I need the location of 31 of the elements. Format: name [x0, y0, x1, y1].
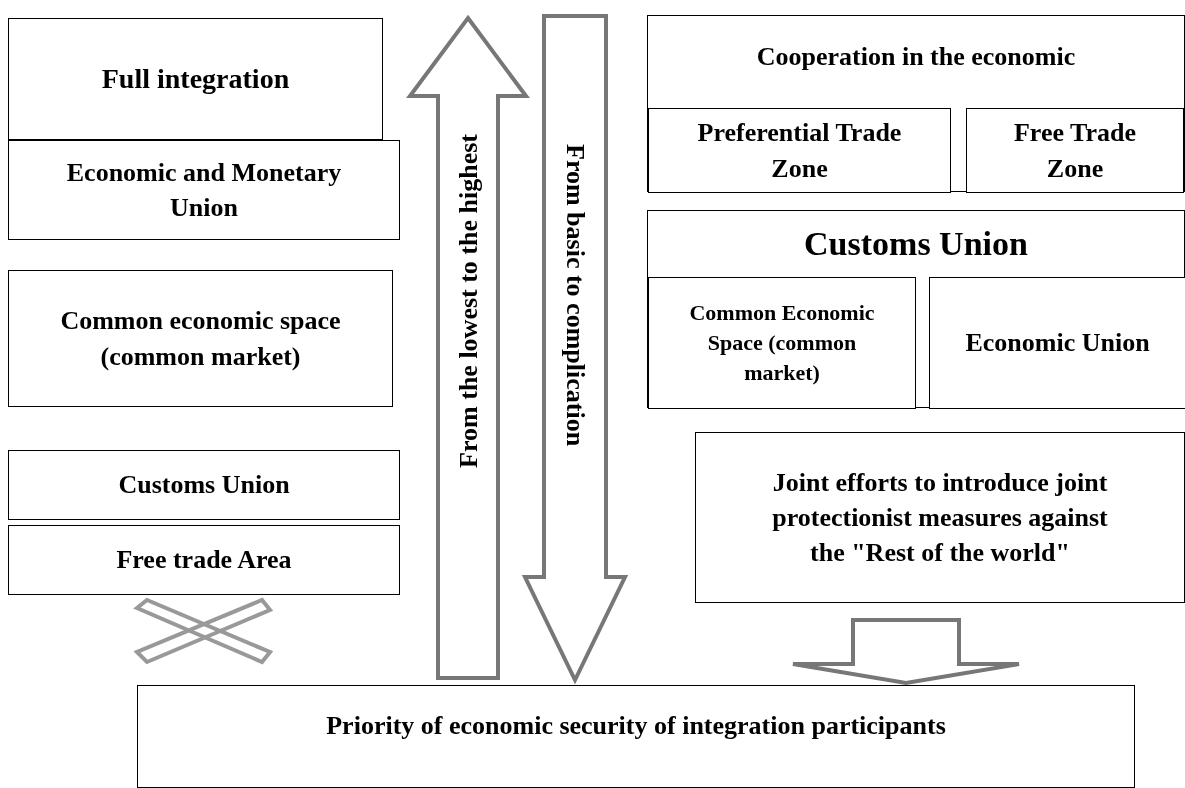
box-text: Preferential Trade Zone [696, 117, 903, 185]
box-text: Common economic space (common market) [59, 305, 342, 373]
box-text: Free Trade Zone [1013, 117, 1137, 185]
text-box [137, 685, 1135, 788]
group-heading: Customs Union [804, 224, 1028, 265]
box-text: Joint efforts to introduce joint protectionist measures against the "Rest of the world" [771, 466, 1109, 570]
group-box [647, 15, 1185, 192]
arrow-text: From basic to complication [560, 144, 592, 447]
text-box [8, 525, 400, 595]
box-text: Economic Union [965, 327, 1150, 360]
block-arrow [791, 618, 1021, 686]
group-heading: Cooperation in the economic [756, 41, 1076, 74]
box-text: Priority of economic security of integration participants [326, 710, 946, 742]
direction-banner [408, 16, 528, 680]
text-box [8, 18, 383, 140]
box-text: Full integration [101, 62, 290, 97]
box-text: Economic and Monetary Union [65, 156, 343, 224]
text-box [966, 108, 1184, 193]
arrow-text: From the lowest to the highest [453, 134, 484, 468]
text-box [695, 432, 1185, 603]
box-text: Free trade Area [116, 544, 292, 577]
text-box [8, 140, 400, 240]
direction-banner [523, 14, 627, 682]
text-box [648, 277, 916, 409]
text-box [929, 277, 1185, 409]
text-box [8, 450, 400, 520]
text-box [648, 108, 951, 193]
box-text: Common Economic Space (common market) [688, 299, 876, 387]
box-text: Customs Union [118, 469, 290, 502]
group-box [647, 210, 1185, 408]
text-box [8, 270, 393, 407]
